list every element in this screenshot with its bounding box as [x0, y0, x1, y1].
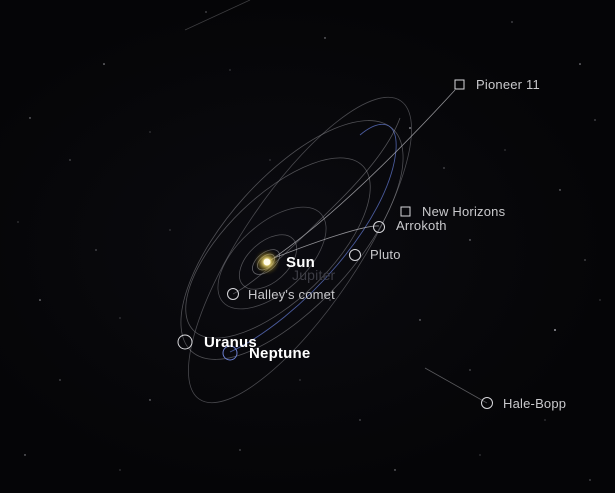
pioneer11-marker-icon[interactable] [454, 79, 465, 90]
starfield [17, 11, 601, 481]
jupiter-label[interactable]: Jupiter [292, 267, 336, 283]
hale-bopp-marker-icon[interactable] [481, 397, 493, 409]
pluto-orbit [188, 96, 412, 404]
pioneer11-label[interactable]: Pioneer 11 [476, 77, 540, 92]
orbit-highlight [229, 123, 397, 353]
sun-core [263, 258, 271, 266]
pluto-marker-icon[interactable] [349, 249, 361, 261]
neptune-label[interactable]: Neptune [249, 345, 311, 362]
halley-orbit [232, 117, 401, 295]
uranus-label[interactable]: Uranus [204, 334, 257, 351]
arrokoth-label[interactable]: Arrokoth [396, 218, 447, 233]
saturn-orbit [217, 206, 327, 310]
uranus-orbit [185, 157, 371, 339]
neptune-orbit [180, 120, 404, 360]
orbit-paths [180, 96, 412, 404]
pioneer11-trajectory [267, 89, 456, 263]
new-horizons-marker-icon[interactable] [400, 206, 411, 217]
hale-bopp-label[interactable]: Hale-Bopp [503, 396, 567, 411]
markers [177, 79, 493, 409]
arrokoth-marker-icon[interactable] [373, 221, 385, 233]
jupiter-orbit [239, 234, 297, 290]
pluto-label[interactable]: Pluto [370, 247, 401, 262]
far-trail [184, 0, 251, 31]
new-horizons-label[interactable]: New Horizons [422, 204, 506, 219]
halley-label[interactable]: Halley's comet [248, 287, 335, 302]
uranus-marker-icon[interactable] [177, 334, 193, 350]
hale-bopp-trail [424, 367, 488, 404]
halley-marker-icon[interactable] [227, 288, 239, 300]
neptune-marker-icon[interactable] [222, 345, 238, 361]
sun-label[interactable]: Sun [286, 254, 315, 271]
